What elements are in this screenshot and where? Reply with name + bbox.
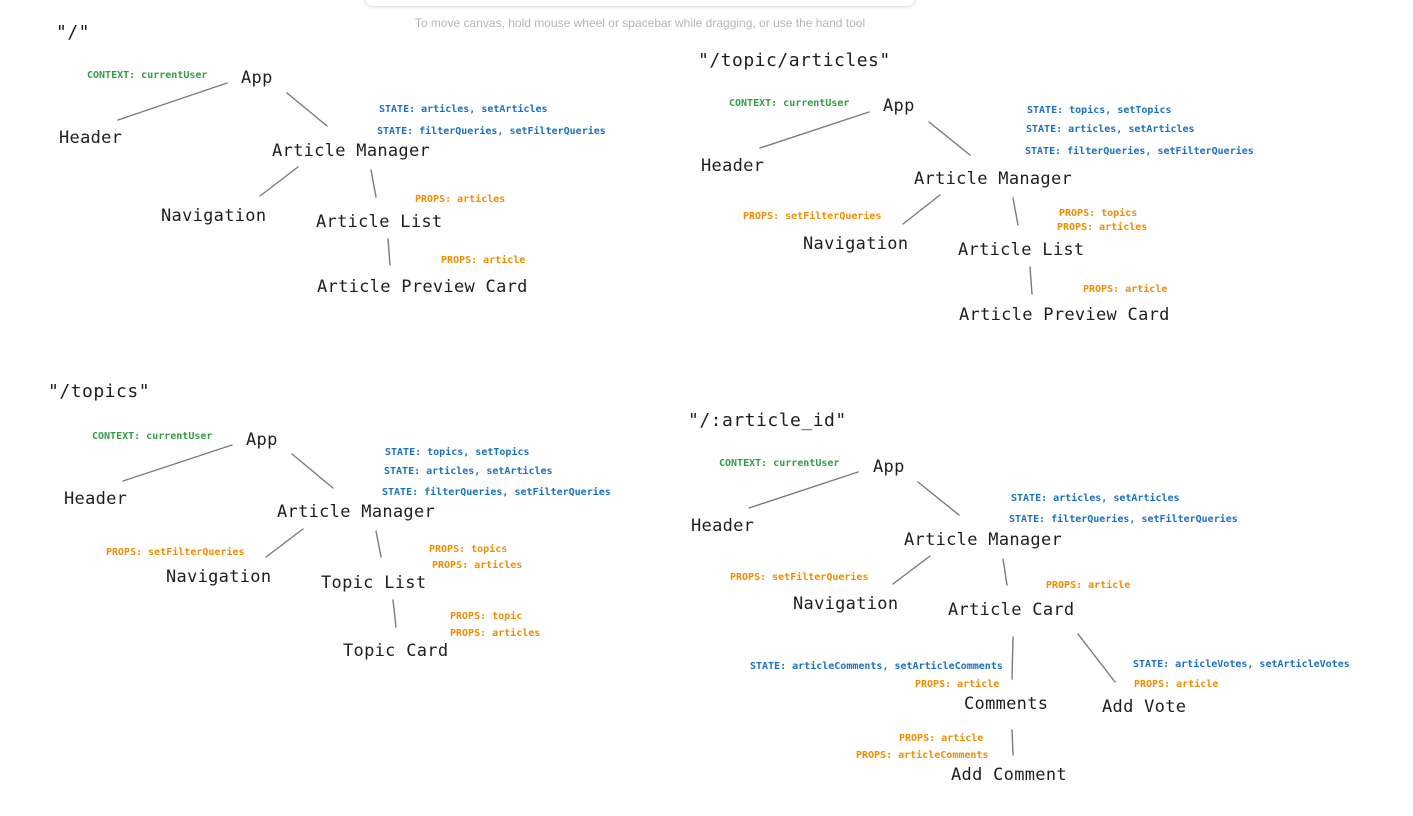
state-annotation-articles: STATE: articles, setArticles (384, 466, 553, 477)
node-navigation[interactable]: Navigation (803, 234, 909, 254)
props-annotation-articles: PROPS: articles (432, 560, 523, 571)
node-article-list[interactable]: Article List (316, 212, 443, 232)
props-annotation-filter: PROPS: setFilterQueries (106, 547, 245, 558)
node-add-comment[interactable]: Add Comment (951, 765, 1067, 785)
route-label: "/topic/articles" (698, 50, 891, 71)
edge-manager-navigation (902, 194, 941, 225)
node-article-manager[interactable]: Article Manager (272, 141, 431, 161)
state-annotation-topics: STATE: topics, setTopics (1027, 105, 1172, 116)
node-article-list[interactable]: Article List (958, 240, 1085, 260)
props-annotation-articles: PROPS: articles (415, 194, 506, 205)
route-label: "/:article_id" (688, 410, 847, 431)
edge-card-add-vote (1077, 633, 1116, 683)
node-navigation[interactable]: Navigation (161, 206, 267, 226)
props-annotation-article: PROPS: article (1083, 284, 1168, 295)
node-article-preview-card[interactable]: Article Preview Card (317, 277, 528, 297)
state-annotation-filter: STATE: filterQueries, setFilterQueries (382, 487, 611, 498)
edge-comments-add-comment (1011, 729, 1014, 756)
context-annotation: CONTEXT: currentUser (719, 458, 840, 469)
state-annotation-topics: STATE: topics, setTopics (385, 447, 530, 458)
edge-manager-article-list (1012, 197, 1019, 226)
props-annotation-topics: PROPS: topics (429, 544, 508, 555)
node-app[interactable]: App (873, 457, 905, 477)
edge-app-article-manager (291, 453, 334, 489)
props-annotation-article: PROPS: article (441, 255, 526, 266)
state-annotation-comments: STATE: articleComments, setArticleCommen… (750, 661, 1003, 672)
node-header[interactable]: Header (701, 156, 765, 176)
edge-manager-navigation (265, 528, 304, 558)
state-annotation-filter: STATE: filterQueries, setFilterQueries (377, 126, 606, 137)
node-article-manager[interactable]: Article Manager (914, 169, 1073, 189)
edge-manager-article-card (1002, 558, 1008, 586)
edge-manager-navigation (259, 166, 299, 197)
state-annotation-votes: STATE: articleVotes, setArticleVotes (1133, 659, 1350, 670)
node-app[interactable]: App (246, 430, 278, 450)
props-annotation-filter: PROPS: setFilterQueries (730, 572, 869, 583)
edge-card-comments (1011, 636, 1014, 680)
props-annotation-topic: PROPS: topic (450, 611, 523, 622)
route-label: "/topics" (48, 381, 151, 402)
edge-app-header (748, 471, 859, 509)
node-header[interactable]: Header (59, 128, 123, 148)
node-article-card[interactable]: Article Card (948, 600, 1075, 620)
node-topic-card[interactable]: Topic Card (343, 641, 449, 661)
edge-app-header (122, 444, 233, 482)
canvas-hint: To move canvas, hold mouse wheel or spac… (414, 16, 866, 30)
connectors-root (117, 82, 391, 266)
node-navigation[interactable]: Navigation (793, 594, 899, 614)
props-annotation-article-comments-node: PROPS: article (915, 679, 1000, 690)
edge-app-header (759, 111, 870, 149)
node-article-preview-card[interactable]: Article Preview Card (959, 305, 1170, 325)
state-annotation-articles: STATE: articles, setArticles (1011, 493, 1180, 504)
node-article-manager[interactable]: Article Manager (277, 502, 436, 522)
context-annotation: CONTEXT: currentUser (87, 70, 208, 81)
state-annotation-filter: STATE: filterQueries, setFilterQueries (1009, 514, 1238, 525)
edge-list-topic-card (392, 599, 397, 628)
node-header[interactable]: Header (691, 516, 755, 536)
edge-app-article-manager (286, 92, 328, 127)
edge-app-article-manager (917, 481, 960, 516)
node-navigation[interactable]: Navigation (166, 567, 272, 587)
edge-manager-topic-list (375, 530, 382, 558)
node-app[interactable]: App (241, 68, 273, 88)
connectors-topics (122, 444, 397, 628)
edge-list-preview-card (387, 238, 391, 266)
props-annotation-article-vote: PROPS: article (1134, 679, 1219, 690)
node-article-manager[interactable]: Article Manager (904, 530, 1063, 550)
toolbar (364, 0, 916, 7)
props-annotation-articles-card: PROPS: articles (450, 628, 541, 639)
edge-list-preview-card (1029, 266, 1033, 295)
state-annotation-articles: STATE: articles, setArticles (1026, 124, 1195, 135)
node-comments[interactable]: Comments (964, 694, 1049, 714)
props-annotation-topics: PROPS: topics (1059, 208, 1138, 219)
props-annotation-filter: PROPS: setFilterQueries (743, 211, 882, 222)
node-header[interactable]: Header (64, 489, 128, 509)
props-annotation-articles: PROPS: articles (1057, 222, 1148, 233)
edge-app-header (117, 82, 228, 121)
props-annotation-article: PROPS: article (1046, 580, 1131, 591)
props-annotation-article-comments: PROPS: articleComments (856, 750, 989, 761)
node-add-vote[interactable]: Add Vote (1102, 697, 1187, 717)
edge-manager-article-list (370, 169, 377, 198)
state-annotation-filter: STATE: filterQueries, setFilterQueries (1025, 146, 1254, 157)
state-annotation-articles: STATE: articles, setArticles (379, 104, 548, 115)
context-annotation: CONTEXT: currentUser (729, 98, 850, 109)
route-label: "/" (56, 22, 91, 43)
connectors-topic-articles (759, 111, 1033, 295)
node-app[interactable]: App (883, 96, 915, 116)
context-annotation: CONTEXT: currentUser (92, 431, 213, 442)
edge-app-article-manager (928, 121, 971, 156)
edge-manager-navigation (892, 555, 931, 585)
node-topic-list[interactable]: Topic List (321, 573, 427, 593)
props-annotation-article-add-comment: PROPS: article (899, 733, 984, 744)
